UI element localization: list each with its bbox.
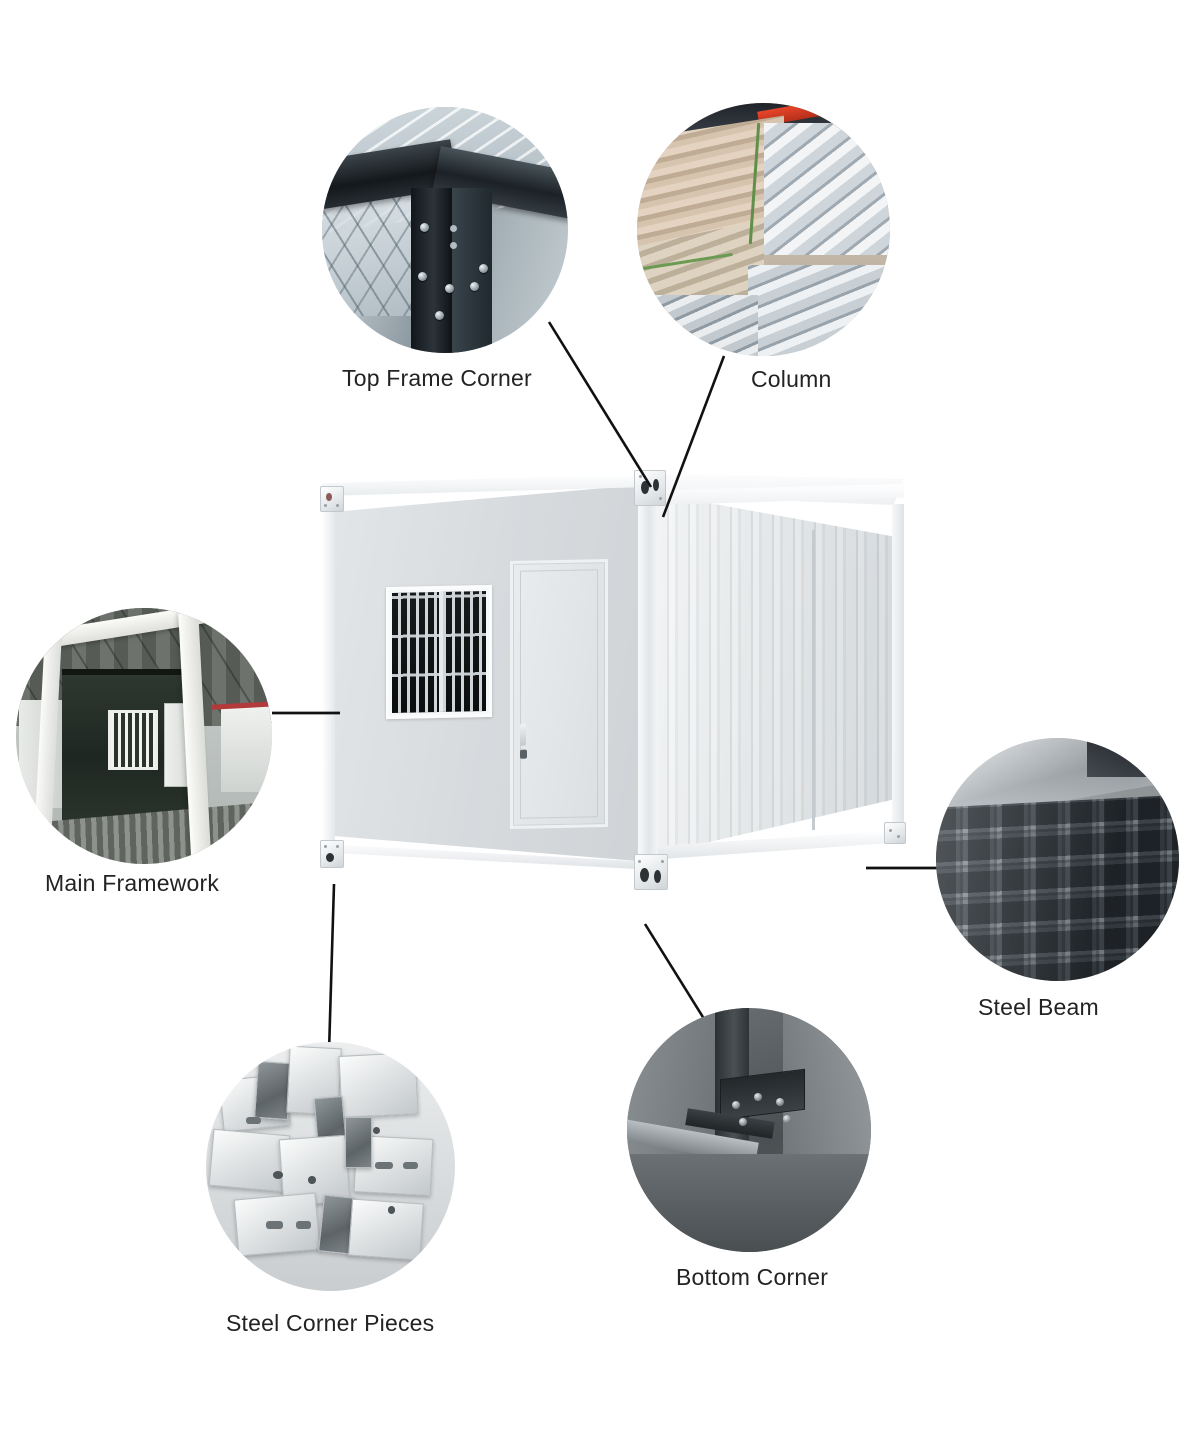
callout-label-steel-corner-pieces: Steel Corner Pieces xyxy=(226,1310,435,1336)
square-tube-stack-photo xyxy=(936,738,1179,981)
corner-castings-photo xyxy=(206,1042,455,1291)
corner-casting-top-left xyxy=(320,486,344,512)
window-mullion xyxy=(439,591,443,712)
callout-main-framework[interactable]: Main Framework xyxy=(16,608,284,908)
corner-casting-bottom-front xyxy=(634,854,668,890)
callout-label-main-framework: Main Framework xyxy=(45,870,220,896)
door-lock xyxy=(520,749,527,759)
callout-label-steel-beam: Steel Beam xyxy=(978,994,1099,1020)
corner-casting-bottom-right xyxy=(884,822,906,844)
callout-column[interactable]: Column xyxy=(637,103,897,408)
callout-steel-beam[interactable]: Steel Beam xyxy=(936,738,1184,1038)
bottom-corner-bracket-photo xyxy=(627,1008,871,1252)
callout-bottom-corner[interactable]: Bottom Corner xyxy=(627,1008,877,1308)
callout-label-top-frame-corner: Top Frame Corner xyxy=(342,365,532,391)
callout-label-bottom-corner: Bottom Corner xyxy=(676,1264,829,1290)
front-corner-post xyxy=(638,474,658,874)
angle-steel-column-stack-photo xyxy=(637,103,890,356)
container-house-illustration xyxy=(312,462,910,940)
door-handle xyxy=(520,723,526,746)
steel-corner-joint-photo xyxy=(322,107,568,353)
side-wall-seam xyxy=(812,529,815,831)
entry-door xyxy=(510,559,608,829)
barred-window xyxy=(386,584,492,720)
callout-top-frame-corner[interactable]: Top Frame Corner xyxy=(322,107,572,412)
rear-corner-post xyxy=(892,504,904,834)
door-panel-inset xyxy=(520,569,598,819)
container-unit-framework-photo xyxy=(16,608,272,864)
left-corner-post xyxy=(322,486,335,866)
callout-label-column: Column xyxy=(751,366,832,392)
corrugated-side-wall xyxy=(648,492,902,857)
callout-steel-corner-pieces[interactable]: Steel Corner Pieces xyxy=(206,1042,466,1352)
corner-casting-top-front xyxy=(634,470,666,506)
corner-casting-bottom-left xyxy=(320,840,344,868)
